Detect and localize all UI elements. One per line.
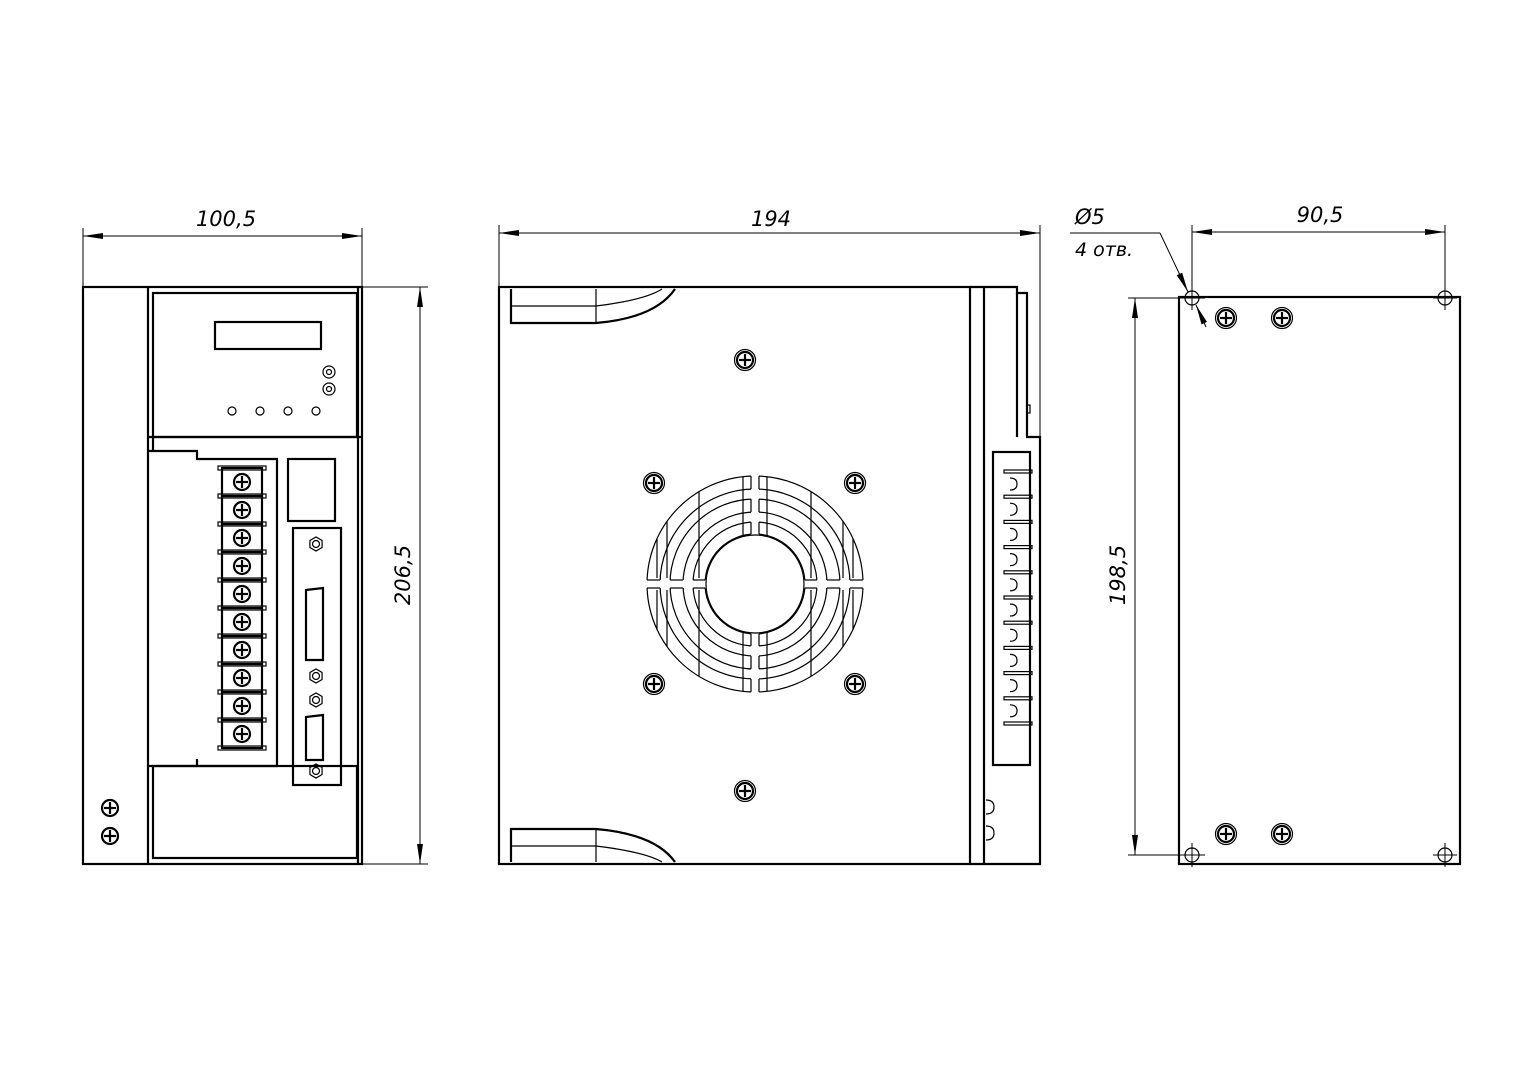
screw-icon [232, 640, 252, 660]
side-view [497, 285, 1042, 866]
hole-diameter-label: Ø5 [1074, 205, 1105, 229]
screw-icon [232, 668, 252, 688]
screw-icon [232, 584, 252, 604]
dimension-holes-vertical: 198,5 [1106, 297, 1205, 856]
connector-panel [291, 526, 343, 787]
screw-icon [232, 528, 252, 548]
front-view [81, 285, 364, 866]
hex-nut-icon [309, 536, 323, 552]
terminal-block [217, 465, 267, 751]
hole-callout: Ø5 4 отв. [1070, 205, 1208, 328]
connector-box [286, 457, 337, 523]
knob-icon [322, 382, 336, 396]
screw-icon [232, 500, 252, 520]
screw-icon [1214, 822, 1238, 846]
terminal [220, 718, 264, 750]
screw-icon [232, 696, 252, 716]
dimension-label: 100,5 [196, 207, 256, 231]
led-indicators [227, 406, 321, 416]
dimension-holes-horizontal: 90,5 [1191, 203, 1446, 310]
screw-icon [232, 472, 252, 492]
display-window [213, 320, 323, 351]
screw-icon [843, 672, 867, 696]
screw-icon [1270, 822, 1294, 846]
db-connector-small [304, 713, 325, 762]
screw-icon [642, 471, 666, 495]
dimension-height-front: 206,5 [362, 286, 428, 865]
screw-icon [232, 724, 252, 744]
screw-icon [232, 556, 252, 576]
screw-icon [642, 672, 666, 696]
dimension-label: 198,5 [1106, 545, 1130, 605]
hex-nut-icon [309, 763, 323, 779]
hole-count-label: 4 отв. [1075, 239, 1133, 261]
knob-icon [322, 365, 336, 379]
dimension-width-front: 100,5 [82, 207, 363, 287]
hex-nut-icon [309, 692, 323, 708]
screw-icon [733, 779, 757, 803]
dimension-label: 90,5 [1297, 203, 1344, 227]
screw-icon [843, 471, 867, 495]
dimension-label: 194 [751, 207, 791, 231]
handle-bottom [509, 827, 676, 863]
screw-icon [1214, 306, 1238, 330]
handle-top [509, 288, 676, 325]
back-view [1177, 286, 1462, 867]
screw-icon [1270, 306, 1294, 330]
hex-nut-icon [309, 668, 323, 684]
mounting-hole-icon [1433, 843, 1457, 867]
fan-grille [645, 474, 865, 694]
dimension-label: 206,5 [391, 545, 415, 605]
screw-icon [100, 826, 120, 846]
screw-icon [733, 348, 757, 372]
screw-icon [100, 798, 120, 818]
screw-icon [232, 612, 252, 632]
db-connector-large [304, 586, 325, 662]
dimension-depth-side: 194 [498, 207, 1041, 437]
side-terminal-block [991, 450, 1033, 767]
display-panel [151, 291, 359, 439]
